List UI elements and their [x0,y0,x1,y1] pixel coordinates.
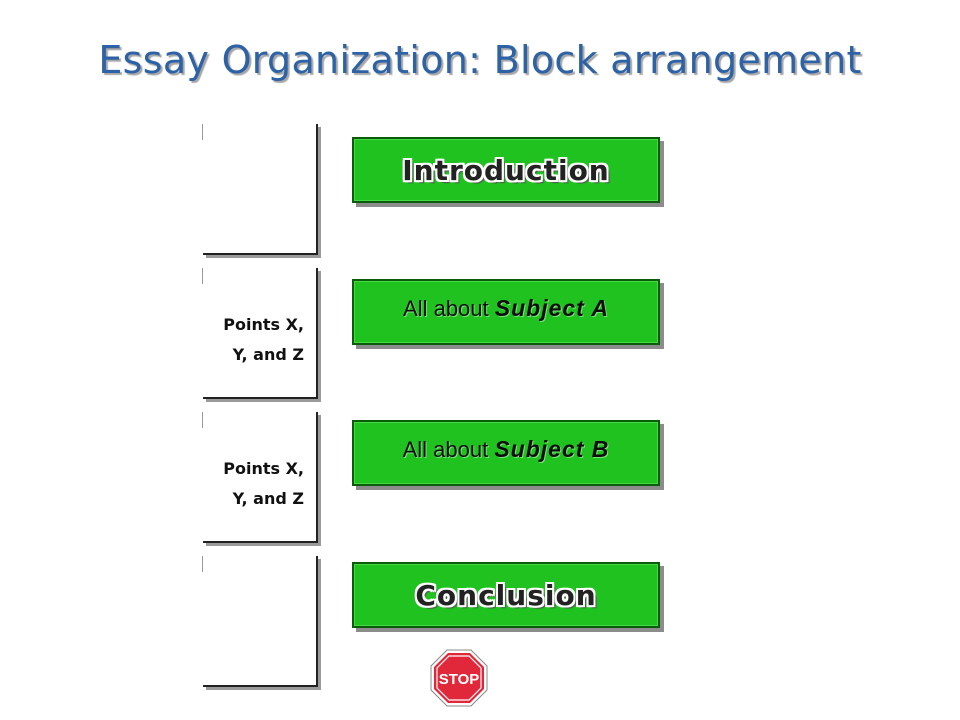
subject-b-box: All about Subject B [352,420,660,486]
introduction-box: Introduction [352,137,660,203]
subject-b-prefix: All about [402,436,495,462]
subject-a-emph: Subject A [494,294,609,321]
page-title: Essay Organization: Block arrangement [98,38,862,82]
points-line-1: Points X, [223,459,304,478]
subject-a-prefix: All about [403,295,495,321]
introduction-label: Introduction [402,153,610,187]
bracket-tick [202,556,203,572]
points-line-1: Points X, [223,315,304,334]
bracket-subject-a: Points X, Y, and Z [202,268,318,399]
stop-sign-text: STOP [439,671,480,688]
bracket-conclusion [202,556,318,687]
subject-b-emph: Subject B [494,435,610,462]
subject-a-box: All about Subject A [352,279,660,345]
bracket-tick [202,124,203,140]
bracket-introduction [202,124,318,255]
bracket-tick [202,268,203,284]
points-line-2: Y, and Z [232,345,304,364]
subject-b-label: All about Subject B [403,436,610,463]
subject-a-label: All about Subject A [403,295,609,322]
conclusion-label: Conclusion [415,578,597,612]
bracket-points-text: Points X, Y, and Z [194,310,304,370]
conclusion-box: Conclusion [352,562,660,628]
bracket-points-text: Points X, Y, and Z [194,454,304,514]
points-line-2: Y, and Z [232,489,304,508]
bracket-tick [202,412,203,428]
stop-sign-icon: STOP [430,649,488,707]
bracket-subject-b: Points X, Y, and Z [202,412,318,543]
